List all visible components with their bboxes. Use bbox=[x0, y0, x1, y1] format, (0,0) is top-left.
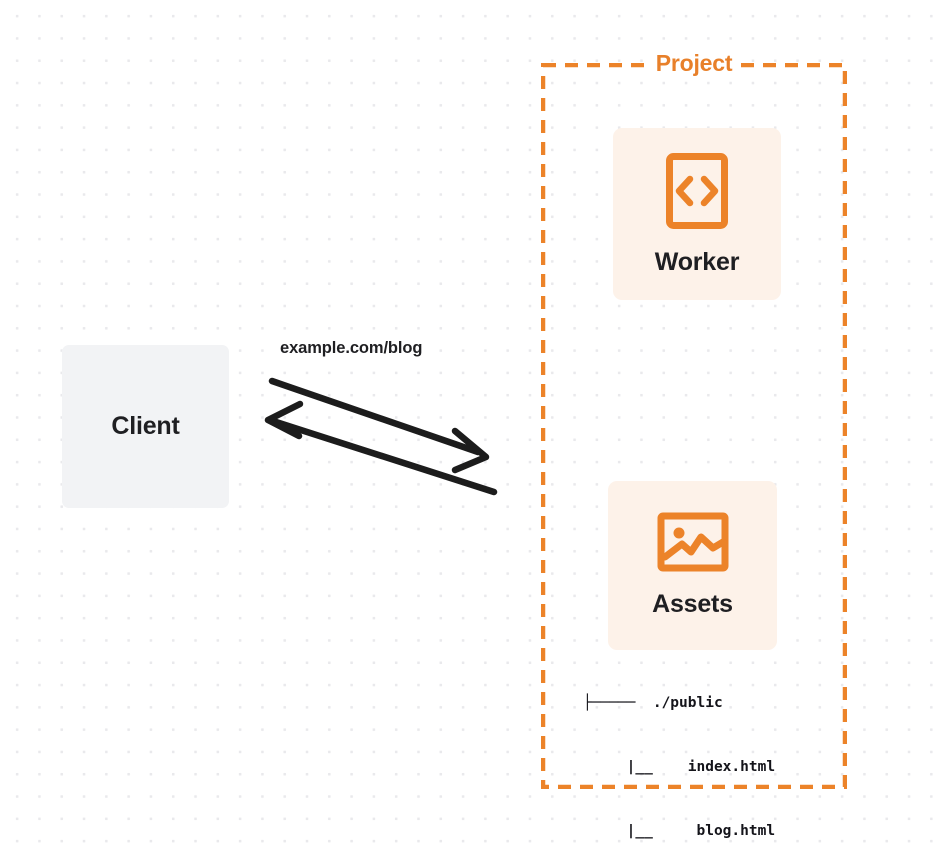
assets-file-tree: ├───── ./public |__ index.html |__ blog.… bbox=[583, 651, 833, 860]
file-tree-row: |__ blog.html bbox=[583, 822, 776, 839]
node-client-label: Client bbox=[111, 412, 180, 440]
file-tree-row: |__ index.html bbox=[583, 759, 776, 776]
connection-label: example.com/blog bbox=[280, 339, 423, 357]
node-assets-label: Assets bbox=[652, 590, 733, 618]
project-group[interactable]: Project Worker Assets ├───── ./public |_… bbox=[541, 49, 847, 839]
file-tree-row: ├───── ./public bbox=[583, 695, 723, 712]
image-picture-icon bbox=[657, 512, 729, 572]
node-assets[interactable]: Assets bbox=[608, 481, 777, 650]
node-client[interactable]: Client bbox=[62, 345, 229, 508]
project-title: Project bbox=[648, 49, 740, 77]
project-dashed-border bbox=[541, 63, 847, 789]
node-worker[interactable]: Worker bbox=[613, 128, 781, 300]
node-worker-label: Worker bbox=[654, 247, 740, 276]
code-brackets-icon bbox=[665, 152, 729, 230]
